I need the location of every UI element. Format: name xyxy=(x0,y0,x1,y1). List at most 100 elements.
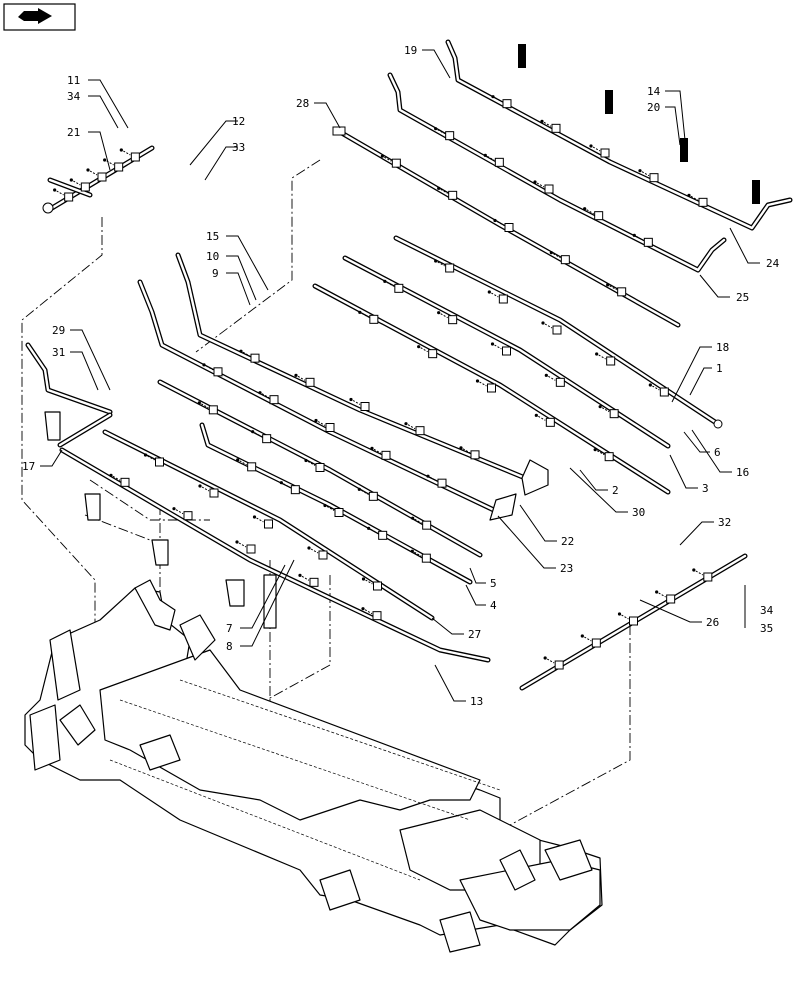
tube-clamp xyxy=(445,131,455,141)
tube-clamp xyxy=(120,477,130,487)
tube-clamp xyxy=(415,426,425,436)
tube-clamp xyxy=(422,520,432,530)
clamp-bolt xyxy=(459,446,463,450)
callout-35[interactable]: 35 xyxy=(760,622,773,635)
clamp-bolt xyxy=(475,379,480,383)
tube-clamp xyxy=(64,192,74,202)
clamp-bolt xyxy=(617,612,622,616)
callout-8[interactable]: 8 xyxy=(226,640,233,653)
tube-clamp xyxy=(250,353,260,363)
clamp-bolt xyxy=(437,311,441,315)
tube-clamp xyxy=(378,530,388,540)
bolt-axis xyxy=(440,313,448,319)
tube-clamp xyxy=(309,577,319,587)
bolt-axis xyxy=(494,97,503,103)
nav-arrow-icon[interactable] xyxy=(3,3,76,31)
callout-1[interactable]: 1 xyxy=(716,362,723,375)
callout-6[interactable]: 6 xyxy=(714,446,721,459)
clamp-bolt xyxy=(236,458,240,462)
bolt-axis xyxy=(429,476,438,482)
callout-13[interactable]: 13 xyxy=(470,695,483,708)
callout-22[interactable]: 22 xyxy=(561,535,574,548)
callout-31[interactable]: 31 xyxy=(52,346,65,359)
clamp-bolt xyxy=(655,590,659,594)
callout-3[interactable]: 3 xyxy=(702,482,709,495)
callout-24[interactable]: 24 xyxy=(766,257,780,270)
bolt-axis xyxy=(494,344,502,350)
callout-25[interactable]: 25 xyxy=(736,291,749,304)
clamp-bolt xyxy=(687,193,691,197)
tube-clamp xyxy=(264,519,273,529)
callout-18[interactable]: 18 xyxy=(716,341,729,354)
tube-clamp xyxy=(369,314,379,324)
tube-clamp xyxy=(428,349,438,359)
leader-lines xyxy=(40,49,760,702)
bolt-axis xyxy=(543,121,552,127)
bolt-axis xyxy=(690,195,699,201)
callout-23[interactable]: 23 xyxy=(560,562,573,575)
bolt-axis xyxy=(407,424,416,430)
bolt-axis xyxy=(261,393,270,399)
callout-34[interactable]: 34 xyxy=(760,604,774,617)
clamp-bolt xyxy=(202,363,206,367)
clamp-bolt xyxy=(252,515,257,519)
callout-2[interactable]: 2 xyxy=(612,484,619,497)
bolt-axis xyxy=(254,432,262,438)
callout-15[interactable]: 15 xyxy=(206,230,219,243)
bolt-axis xyxy=(239,460,247,466)
callout-17[interactable]: 17 xyxy=(22,460,35,473)
tube-clamp xyxy=(445,263,455,273)
callout-19[interactable]: 19 xyxy=(404,44,417,57)
tube-clamp xyxy=(305,377,315,387)
callout-5[interactable]: 5 xyxy=(490,577,497,590)
callout-20[interactable]: 20 xyxy=(647,101,660,114)
bolt-axis xyxy=(695,570,704,576)
clamp-bolt xyxy=(314,418,318,423)
callout-9[interactable]: 9 xyxy=(212,267,219,280)
clamp-bolt xyxy=(692,568,696,572)
bolt-axis xyxy=(386,281,395,287)
clamp-bolt xyxy=(632,233,636,237)
bolt-axis xyxy=(73,180,81,186)
callout-12[interactable]: 12 xyxy=(232,115,245,128)
bolt-axis xyxy=(175,509,184,515)
callout-16[interactable]: 16 xyxy=(736,466,749,479)
callout-11[interactable]: 11 xyxy=(67,74,80,87)
bolt-axis xyxy=(437,129,445,135)
bolt-axis xyxy=(548,375,556,381)
callout-14[interactable]: 14 xyxy=(647,85,661,98)
tube-29 xyxy=(25,342,491,663)
callout-21[interactable]: 21 xyxy=(67,126,80,139)
tube-clamp xyxy=(290,485,300,495)
callout-27[interactable]: 27 xyxy=(468,628,481,641)
clamp-bolt xyxy=(483,153,487,157)
bolt-axis xyxy=(636,235,644,241)
callout-34[interactable]: 34 xyxy=(67,90,81,103)
clamp-bolt xyxy=(437,186,441,190)
callout-28[interactable]: 28 xyxy=(296,97,309,110)
clamp-bolt xyxy=(357,487,361,491)
callout-32[interactable]: 32 xyxy=(718,516,731,529)
tube-clamp xyxy=(183,511,193,521)
callout-7[interactable]: 7 xyxy=(226,622,233,635)
bolt-axis xyxy=(596,450,605,456)
tube-clamp xyxy=(609,409,619,419)
callout-30[interactable]: 30 xyxy=(632,506,645,519)
bolt-axis xyxy=(205,365,214,371)
callout-labels: 11 34 21 12 33 28 19 14 20 24 25 15 10 9… xyxy=(22,44,780,708)
callout-4[interactable]: 4 xyxy=(490,599,497,612)
bolt-axis xyxy=(652,385,660,391)
callout-33[interactable]: 33 xyxy=(232,141,245,154)
tube-5 xyxy=(199,422,473,585)
tube-clamp xyxy=(698,197,708,207)
clamp-bolt xyxy=(383,279,387,283)
callout-26[interactable]: 26 xyxy=(706,616,719,629)
callout-10[interactable]: 10 xyxy=(206,250,219,263)
clamp-bolt xyxy=(239,349,243,353)
tube-clamp xyxy=(246,544,256,554)
tube-clamp xyxy=(659,387,669,397)
tube-clamp xyxy=(554,660,564,670)
callout-29[interactable]: 29 xyxy=(52,324,65,337)
clamp-bolt xyxy=(323,503,327,508)
